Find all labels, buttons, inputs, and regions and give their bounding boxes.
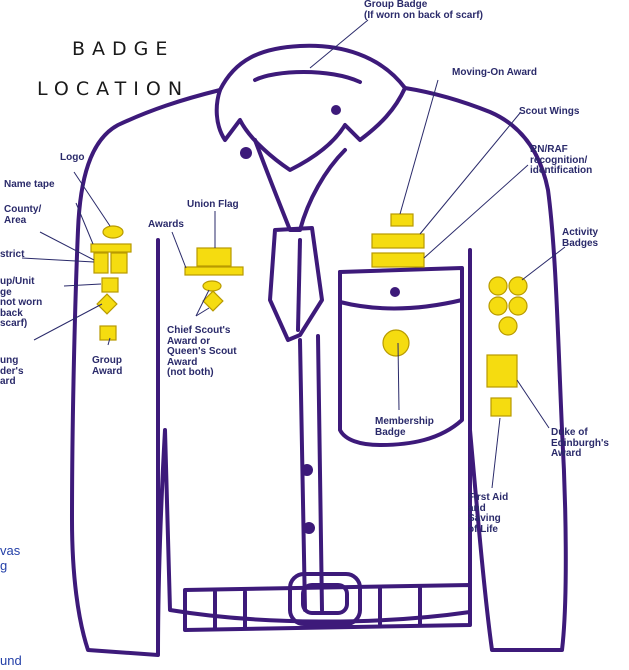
- union-flag-badge: [197, 248, 231, 266]
- membership-badge: [383, 330, 409, 356]
- label-duke: Duke of Edinburgh's Award: [551, 428, 609, 460]
- title-line-2: LOCATION: [37, 78, 189, 100]
- chief-scout-badge: [203, 281, 221, 291]
- young-leader-badge: [97, 294, 117, 314]
- label-young-leader: ung der's ard: [0, 356, 24, 388]
- logo-badge: [103, 226, 123, 238]
- label-awards: Awards: [148, 220, 184, 231]
- group-unit-badge: [102, 278, 118, 292]
- queens-scout-badge: [203, 291, 223, 311]
- label-group-badge: Group Badge (If worn on back of scarf): [364, 0, 483, 21]
- title-line-1: BADGE: [72, 38, 174, 60]
- moving-on-badge: [391, 214, 413, 226]
- label-name-tape: Name tape: [4, 180, 55, 191]
- label-county: County/ Area: [4, 205, 41, 226]
- first-aid-badge: [491, 398, 511, 416]
- label-district: strict: [0, 250, 24, 261]
- county-badge: [94, 253, 108, 273]
- activity-badge: [489, 277, 507, 295]
- group-award-badge: [100, 326, 116, 340]
- awards-badge: [185, 267, 243, 275]
- label-moving-on: Moving-On Award: [452, 68, 537, 79]
- label-membership: Membership Badge: [375, 417, 434, 438]
- side-text-3: und: [0, 653, 22, 669]
- duke-badge: [487, 355, 517, 387]
- label-first-aid: First Aid and Saving of Life: [468, 493, 508, 535]
- side-text-2: g: [0, 558, 7, 574]
- label-activity: Activity Badges: [562, 228, 598, 249]
- shirt-button: [240, 147, 252, 159]
- label-group-award: Group Award: [92, 356, 122, 377]
- district-badge: [111, 253, 127, 273]
- label-scout-wings: Scout Wings: [519, 107, 579, 118]
- name-tape-badge: [91, 244, 131, 252]
- side-text-1: vas: [0, 543, 20, 559]
- label-group-unit: up/Unit ge not worn back scarf): [0, 277, 42, 330]
- label-logo: Logo: [60, 153, 84, 164]
- rn-raf-badge: [372, 253, 424, 267]
- label-rn-raf: RN/RAF recognition/ identification: [530, 145, 592, 177]
- scout-wings-badge: [372, 234, 424, 248]
- label-chief-scout: Chief Scout's Award or Queen's Scout Awa…: [167, 326, 237, 379]
- label-union-flag: Union Flag: [187, 200, 239, 211]
